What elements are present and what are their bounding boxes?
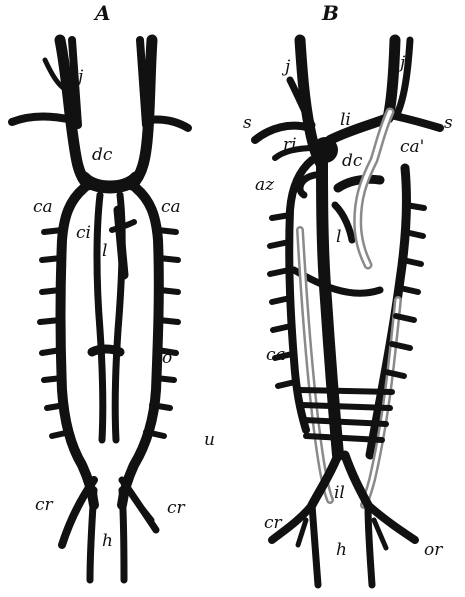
a-label-ca-right: ca: [161, 197, 181, 217]
a-right-jugular-branch: [140, 40, 146, 125]
a-label-l: l: [102, 241, 107, 261]
b-label-s-right: s: [444, 113, 453, 133]
b-label-s-left: s: [243, 113, 252, 133]
b-label-az: az: [255, 175, 275, 195]
panel-a-title: A: [93, 1, 111, 25]
stray-label-u: u: [204, 430, 215, 450]
a-label-ci: ci: [76, 223, 91, 243]
a-caudal-veins: [62, 480, 156, 580]
b-label-li: li: [340, 110, 351, 130]
a-label-h: h: [102, 531, 113, 551]
b-label-ca-prime: ca': [400, 137, 424, 157]
b-label-dc: dc: [342, 151, 363, 171]
b-iliac-caudal: [272, 455, 415, 585]
b-right-subclavian: [390, 115, 440, 128]
b-label-or: or: [424, 540, 443, 560]
b-right-jugular: [388, 40, 395, 118]
b-label-cr: cr: [264, 513, 283, 533]
b-label-ri: ri: [283, 135, 297, 155]
a-ductus-cuvieri: [84, 178, 136, 187]
a-label-o: o: [162, 348, 172, 368]
a-label-cr-left: cr: [35, 495, 54, 515]
a-label-ca-left: ca: [33, 197, 53, 217]
a-right-cardinal: [122, 188, 159, 505]
a-ci-left: [97, 195, 103, 440]
a-mid-anastomosis: [92, 349, 120, 352]
a-right-subclavian: [148, 119, 188, 128]
b-label-il: il: [334, 483, 345, 503]
a-left-subclavian: [12, 116, 72, 122]
b-label-ca: ca: [266, 345, 286, 365]
b-left-hook: [300, 175, 315, 195]
a-label-cr-right: cr: [167, 498, 186, 518]
b-label-h: h: [336, 540, 347, 560]
panel-b-labels: B j j s s li ri dc ca' az l ca il cr h o…: [243, 1, 453, 560]
b-label-l: l: [336, 227, 341, 247]
a-liver-vein: [118, 210, 124, 275]
a-label-dc: dc: [92, 145, 113, 165]
b-label-j-left: j: [281, 57, 291, 77]
panel-b-title: B: [321, 1, 339, 25]
